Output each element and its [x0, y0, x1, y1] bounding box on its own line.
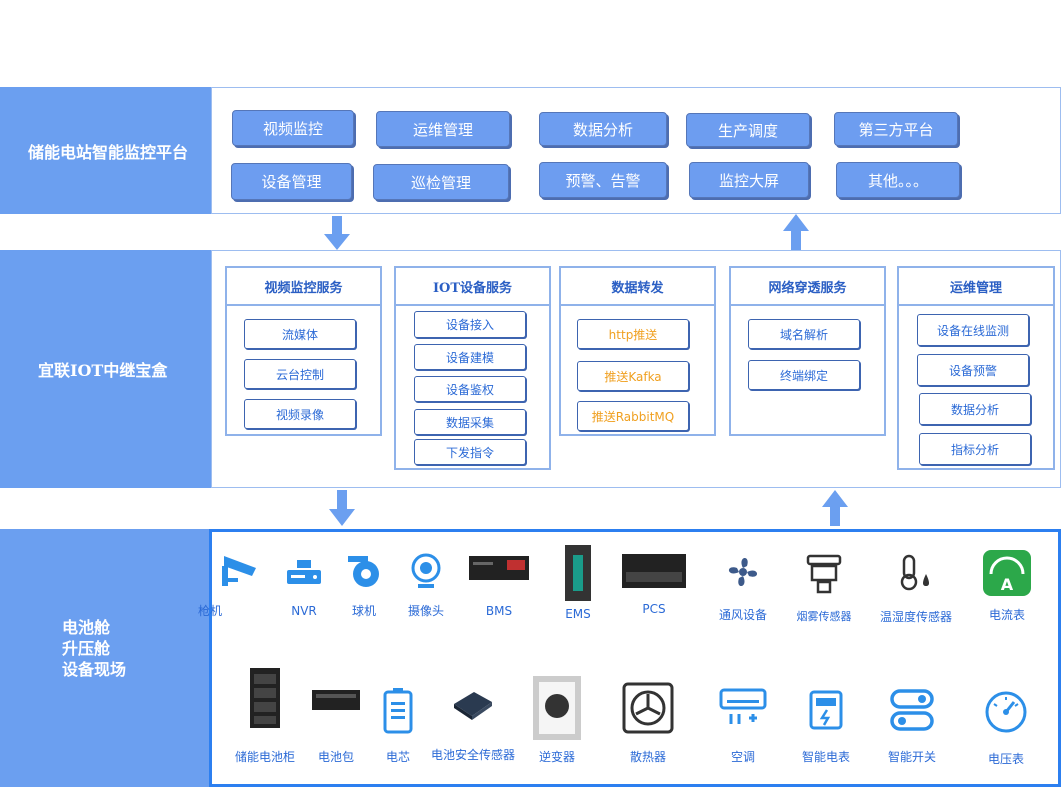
service-item[interactable]: 云台控制 — [244, 359, 356, 389]
field-layer-label: 电池舱 升压舱 设备现场 — [0, 529, 211, 787]
service-item[interactable]: http推送 — [577, 319, 689, 349]
device-webcam[interactable]: 摄像头 — [376, 548, 476, 618]
gateway-layer-label: 宜联IOT中继宝盒 — [0, 250, 211, 488]
radiator-icon — [622, 682, 674, 734]
device-radiator[interactable]: 散热器 — [598, 668, 698, 768]
service-title: IOT设备服务 — [396, 268, 549, 306]
device-voltmeter[interactable]: 电压表 — [956, 668, 1056, 768]
device-battery-pack[interactable]: 电池包 — [286, 668, 386, 768]
platform-button-big-screen[interactable]: 监控大屏 — [689, 162, 809, 198]
device-battery-cabinet[interactable]: 储能电池柜 — [215, 668, 315, 768]
device-pcs[interactable]: PCS — [604, 548, 704, 618]
gateway-layer-title: 宜联IOT中继宝盒 — [38, 361, 168, 380]
platform-button-inspection[interactable]: 巡检管理 — [373, 164, 509, 200]
thermometer-icon — [900, 554, 929, 591]
platform-button-device-mgmt[interactable]: 设备管理 — [231, 163, 352, 200]
smart-switch-icon — [890, 689, 934, 731]
service-item[interactable]: 设备接入 — [414, 311, 526, 338]
field-label-line: 电池舱 — [62, 618, 111, 637]
pcs-icon — [622, 554, 686, 588]
device-inverter[interactable]: 逆变器 — [507, 668, 607, 768]
device-nvr[interactable]: NVR — [254, 548, 354, 618]
service-item[interactable]: 推送RabbitMQ — [577, 401, 689, 431]
service-item[interactable]: 域名解析 — [748, 319, 860, 349]
ems-icon — [565, 545, 591, 601]
service-column-ops: 运维管理 设备在线监测 设备预警 数据分析 指标分析 — [897, 266, 1055, 470]
platform-button-third-party[interactable]: 第三方平台 — [834, 112, 958, 146]
device-battery-safety-sensor[interactable]: 电池安全传感器 — [423, 668, 523, 768]
service-item[interactable]: 下发指令 — [414, 439, 526, 465]
battery-cabinet-icon — [250, 668, 280, 728]
service-column-iot: IOT设备服务 设备接入 设备建模 设备鉴权 数据采集 下发指令 — [394, 266, 551, 470]
service-item[interactable]: 设备在线监测 — [917, 314, 1029, 346]
service-title: 运维管理 — [899, 268, 1053, 306]
service-column-network: 网络穿透服务 域名解析 终端绑定 — [729, 266, 886, 436]
device-gun-camera[interactable]: 枪机 — [190, 548, 290, 618]
voltmeter-icon — [985, 691, 1027, 733]
service-item[interactable]: 终端绑定 — [748, 360, 860, 390]
platform-panel: 视频监控 运维管理 数据分析 生产调度 第三方平台 设备管理 巡检管理 预警、告… — [211, 87, 1061, 214]
device-bms[interactable]: BMS — [449, 548, 549, 618]
service-item[interactable]: 设备预警 — [917, 354, 1029, 386]
smart-meter-icon — [809, 690, 843, 730]
platform-button-other[interactable]: 其他。。。 — [836, 162, 960, 198]
field-label-line: 设备现场 — [62, 660, 127, 679]
smoke-sensor-icon — [806, 554, 842, 594]
service-title: 数据转发 — [561, 268, 714, 306]
dome-camera-icon — [348, 556, 379, 587]
arrow-down-icon — [329, 490, 355, 526]
arrow-down-icon — [324, 216, 350, 250]
service-item[interactable]: 设备建模 — [414, 344, 526, 370]
battery-cell-icon — [383, 688, 413, 734]
device-battery-cell[interactable]: 电芯 — [348, 668, 448, 768]
air-conditioner-icon — [719, 688, 767, 724]
platform-button-video[interactable]: 视频监控 — [232, 110, 354, 146]
platform-button-ops[interactable]: 运维管理 — [376, 111, 510, 147]
device-ammeter[interactable]: A 电流表 — [957, 548, 1057, 622]
webcam-icon — [411, 553, 441, 588]
platform-layer-label: 储能电站智能监控平台 — [0, 87, 211, 214]
service-item[interactable]: 流媒体 — [244, 319, 356, 349]
service-column-forwarding: 数据转发 http推送 推送Kafka 推送RabbitMQ — [559, 266, 716, 436]
service-item[interactable]: 数据采集 — [414, 409, 526, 435]
device-smoke-sensor[interactable]: 烟雾传感器 — [774, 548, 874, 623]
battery-pack-icon — [312, 690, 360, 710]
service-item[interactable]: 数据分析 — [919, 393, 1031, 425]
safety-sensor-icon — [454, 692, 492, 720]
device-temp-humidity-sensor[interactable]: 温湿度传感器 — [866, 548, 966, 624]
service-item[interactable]: 指标分析 — [919, 433, 1031, 465]
gun-camera-icon — [222, 556, 256, 586]
platform-layer-title: 储能电站智能监控平台 — [28, 142, 189, 162]
gateway-panel: 视频监控服务 流媒体 云台控制 视频录像 IOT设备服务 设备接入 设备建模 设… — [211, 250, 1061, 488]
service-column-video: 视频监控服务 流媒体 云台控制 视频录像 — [225, 266, 382, 436]
svg-text:A: A — [1001, 575, 1014, 594]
platform-button-alarm[interactable]: 预警、告警 — [539, 162, 667, 198]
ammeter-icon: A — [983, 550, 1031, 596]
inverter-icon — [533, 676, 581, 740]
arrow-up-icon — [822, 490, 848, 526]
platform-button-dispatch[interactable]: 生产调度 — [686, 113, 810, 147]
device-ventilation[interactable]: 通风设备 — [693, 548, 793, 622]
platform-button-data[interactable]: 数据分析 — [539, 112, 667, 146]
service-title: 网络穿透服务 — [731, 268, 884, 306]
nvr-icon — [287, 560, 321, 584]
field-label-line: 升压舱 — [62, 639, 111, 658]
device-ems[interactable]: EMS — [528, 545, 628, 621]
bms-icon — [469, 556, 529, 580]
service-item[interactable]: 设备鉴权 — [414, 376, 526, 402]
service-item[interactable]: 推送Kafka — [577, 361, 689, 391]
service-title: 视频监控服务 — [227, 268, 380, 306]
device-dome-camera[interactable]: 球机 — [314, 548, 414, 618]
service-item[interactable]: 视频录像 — [244, 399, 356, 429]
device-smart-meter[interactable]: 智能电表 — [776, 668, 876, 768]
arrow-up-icon — [783, 214, 809, 250]
device-smart-switch[interactable]: 智能开关 — [862, 668, 962, 768]
fan-icon — [728, 557, 758, 587]
device-air-conditioner[interactable]: 空调 — [693, 668, 793, 768]
